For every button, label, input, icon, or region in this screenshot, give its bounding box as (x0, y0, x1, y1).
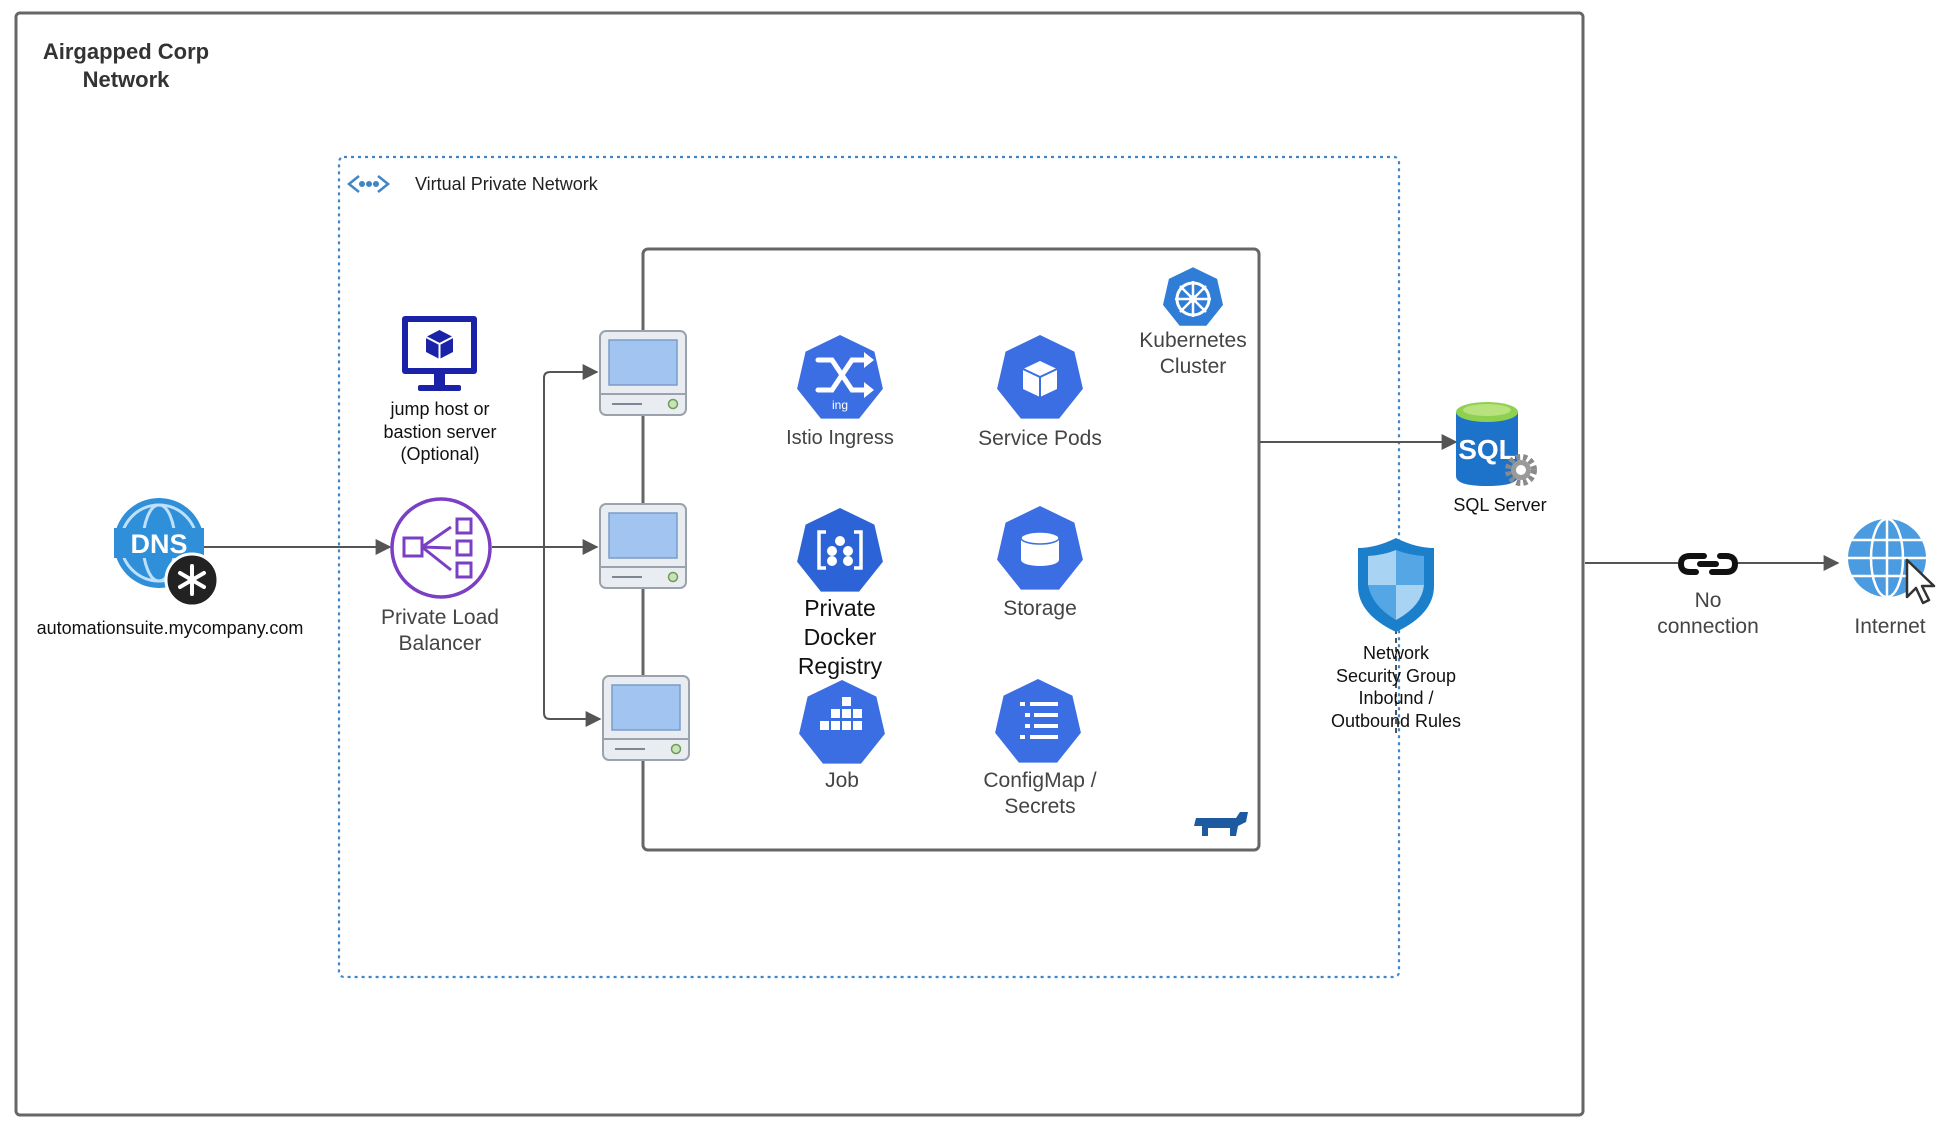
job-label: Job (825, 769, 859, 792)
istio-ingress-icon: ing (797, 335, 883, 419)
sql-server-icon: SQL (1456, 402, 1537, 486)
dns-globe-icon: DNS (114, 498, 220, 608)
nsg-label: Network Security Group Inbound / Outboun… (1330, 643, 1462, 731)
configmap-icon (995, 679, 1081, 763)
asterisk-icon (164, 552, 220, 608)
istio-ingress-label: Istio Ingress (786, 427, 894, 449)
shield-icon (1358, 538, 1434, 632)
configmap-label: ConfigMap / Secrets (983, 769, 1097, 819)
dns-domain-label: automationsuite.mycompany.com (36, 618, 304, 638)
lb-to-servers-connectors (492, 364, 602, 727)
svg-text:DNS: DNS (130, 529, 187, 559)
job-icon (799, 680, 885, 764)
kubernetes-logo-icon (1162, 267, 1224, 326)
docker-registry-icon (797, 508, 883, 592)
load-balancer-icon (390, 497, 492, 599)
no-connection-label: No connection (1657, 589, 1759, 639)
server-node-3 (602, 675, 690, 761)
sql-server-label: SQL Server (1453, 495, 1547, 515)
service-pods-label: Service Pods (978, 427, 1102, 450)
vpn-icon (346, 175, 391, 193)
service-pods-icon (997, 335, 1083, 419)
internet-globe-icon (1848, 517, 1936, 605)
storage-label: Storage (1003, 597, 1077, 620)
corp-network-title: Airgapped Corp Network (42, 39, 210, 92)
internet-label: Internet (1854, 615, 1926, 638)
vpn-label: Virtual Private Network (415, 174, 598, 194)
vpn-boundary (337, 155, 1401, 979)
storage-icon (997, 506, 1083, 590)
gear-icon (1505, 454, 1537, 486)
rancher-logo-icon (1194, 812, 1248, 836)
jump-host-label: jump host or bastion server (Optional) (383, 399, 497, 464)
server-node-2 (599, 503, 687, 589)
docker-registry-label: Private Docker Registry (797, 595, 883, 679)
broken-link-icon (1677, 553, 1739, 575)
kubernetes-cluster-label: Kubernetes Cluster (1139, 329, 1247, 379)
svg-text:ing: ing (832, 398, 848, 412)
cursor-icon (1905, 558, 1936, 605)
svg-text:SQL: SQL (1458, 434, 1516, 465)
jump-host-monitor-icon (402, 316, 477, 391)
load-balancer-label: Private Load Balancer (381, 606, 499, 656)
server-node-1 (599, 330, 687, 416)
corp-network-boundary (14, 11, 1585, 1117)
